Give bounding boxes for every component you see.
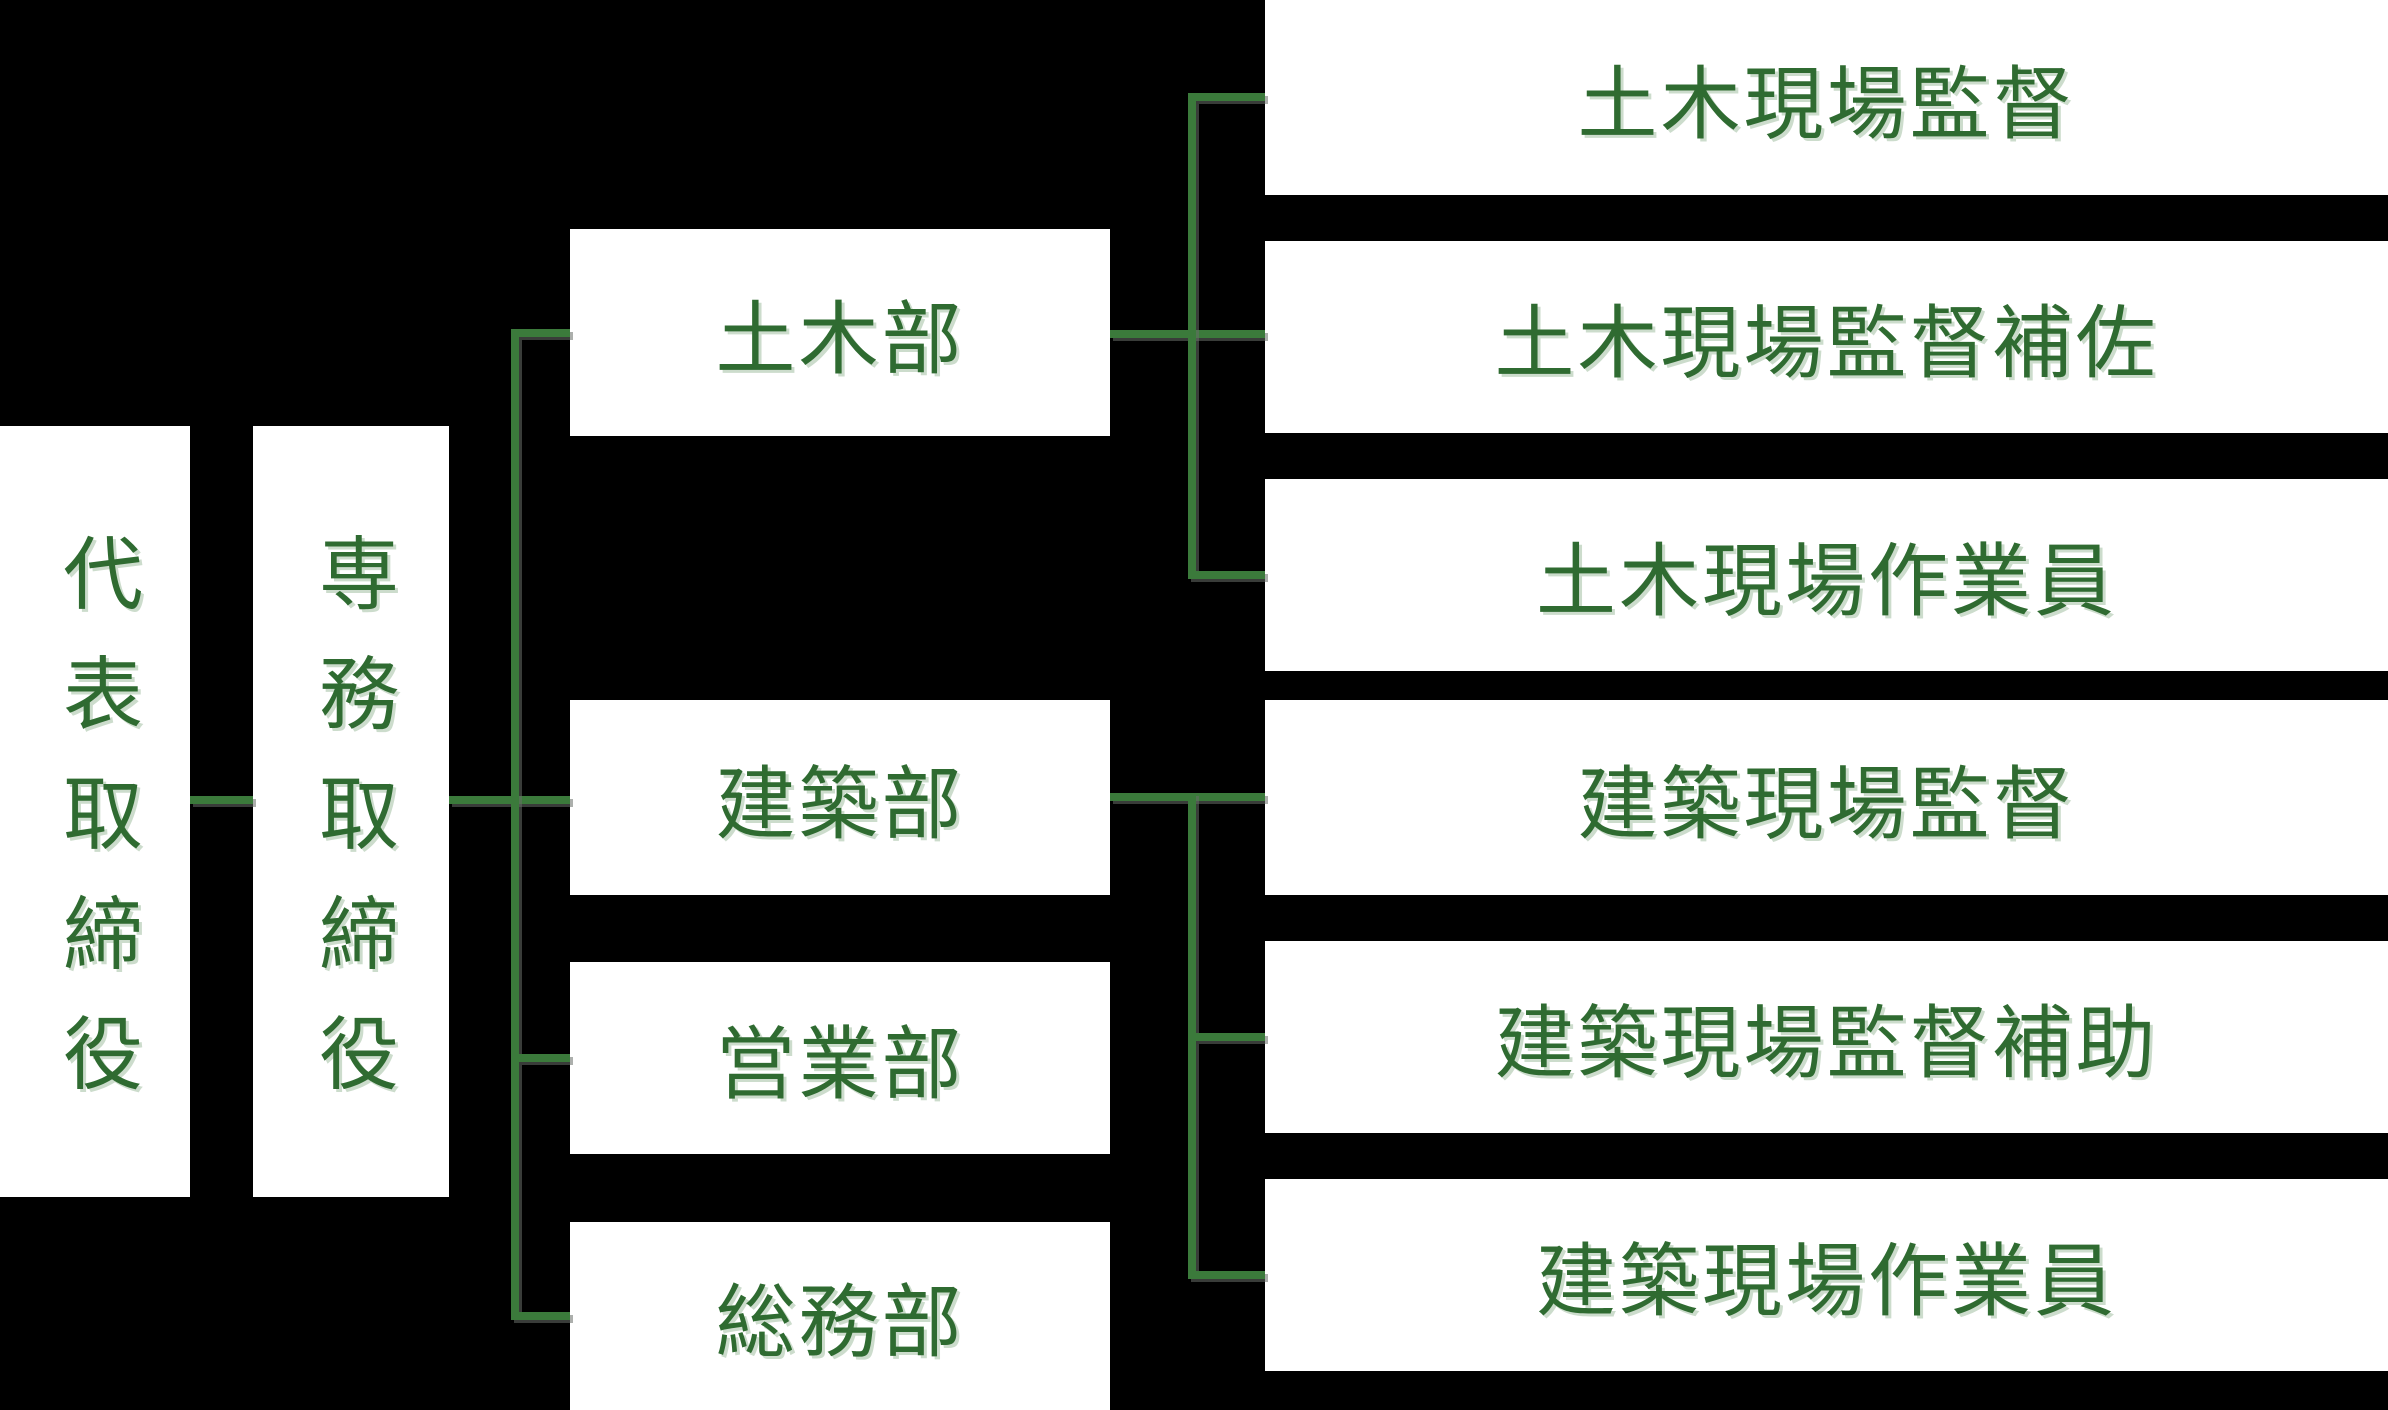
- connector-civil-dept-branch: [1110, 330, 1265, 338]
- connector-department-trunk: [511, 329, 519, 1320]
- connector-arch-assistant-stub: [1196, 1033, 1265, 1041]
- node-civil-site-worker-label: 土木現場作業員: [1536, 539, 2117, 627]
- node-dept-architecture-label: 建築部: [715, 761, 965, 850]
- node-civil-site-supervisor-assistant: 土木現場監督補佐: [1265, 241, 2388, 433]
- connector-arch-branch-vertical: [1188, 793, 1196, 1279]
- node-dept-general-affairs: 総務部: [570, 1222, 1110, 1410]
- node-architecture-site-supervisor: 建築現場監督: [1265, 700, 2388, 895]
- node-civil-site-supervisor: 土木現場監督: [1265, 0, 2388, 195]
- node-representative-director: 代表取締役: [0, 426, 190, 1197]
- connector-trunk-general-affairs: [519, 1312, 570, 1320]
- node-architecture-site-supervisor-assistant: 建築現場監督補助: [1265, 941, 2388, 1133]
- node-managing-director-label: 専務取締役: [307, 531, 395, 1132]
- node-architecture-site-worker: 建築現場作業員: [1265, 1179, 2388, 1371]
- node-architecture-site-supervisor-label: 建築現場監督: [1577, 761, 2076, 850]
- node-dept-sales: 営業部: [570, 962, 1110, 1154]
- node-civil-site-supervisor-label: 土木現場監督: [1577, 61, 2076, 150]
- connector-civil-worker-stub: [1196, 571, 1265, 579]
- node-dept-sales-label: 営業部: [715, 1022, 965, 1110]
- node-managing-director: 専務取締役: [253, 426, 449, 1197]
- connector-trunk-sales-dept: [519, 1054, 570, 1062]
- node-dept-civil-engineering: 土木部: [570, 229, 1110, 436]
- node-dept-architecture: 建築部: [570, 700, 1110, 895]
- connector-civil-supervisor-stub: [1196, 93, 1265, 101]
- node-civil-site-supervisor-assistant-label: 土木現場監督補佐: [1494, 301, 2159, 389]
- connector-exec2-trunk: [449, 796, 570, 804]
- node-architecture-site-supervisor-assistant-label: 建築現場監督補助: [1494, 1001, 2159, 1089]
- node-civil-site-worker: 土木現場作業員: [1265, 479, 2388, 671]
- connector-civil-branch-vertical: [1188, 93, 1196, 579]
- node-architecture-site-worker-label: 建築現場作業員: [1536, 1239, 2117, 1327]
- connector-exec1-exec2: [190, 796, 253, 804]
- connector-arch-worker-stub: [1196, 1271, 1265, 1279]
- node-dept-general-affairs-label: 総務部: [715, 1280, 965, 1368]
- connector-arch-dept-branch: [1110, 793, 1265, 801]
- connector-trunk-civil-dept: [519, 329, 570, 337]
- node-representative-director-label: 代表取締役: [51, 531, 139, 1132]
- node-dept-civil-engineering-label: 土木部: [715, 296, 965, 385]
